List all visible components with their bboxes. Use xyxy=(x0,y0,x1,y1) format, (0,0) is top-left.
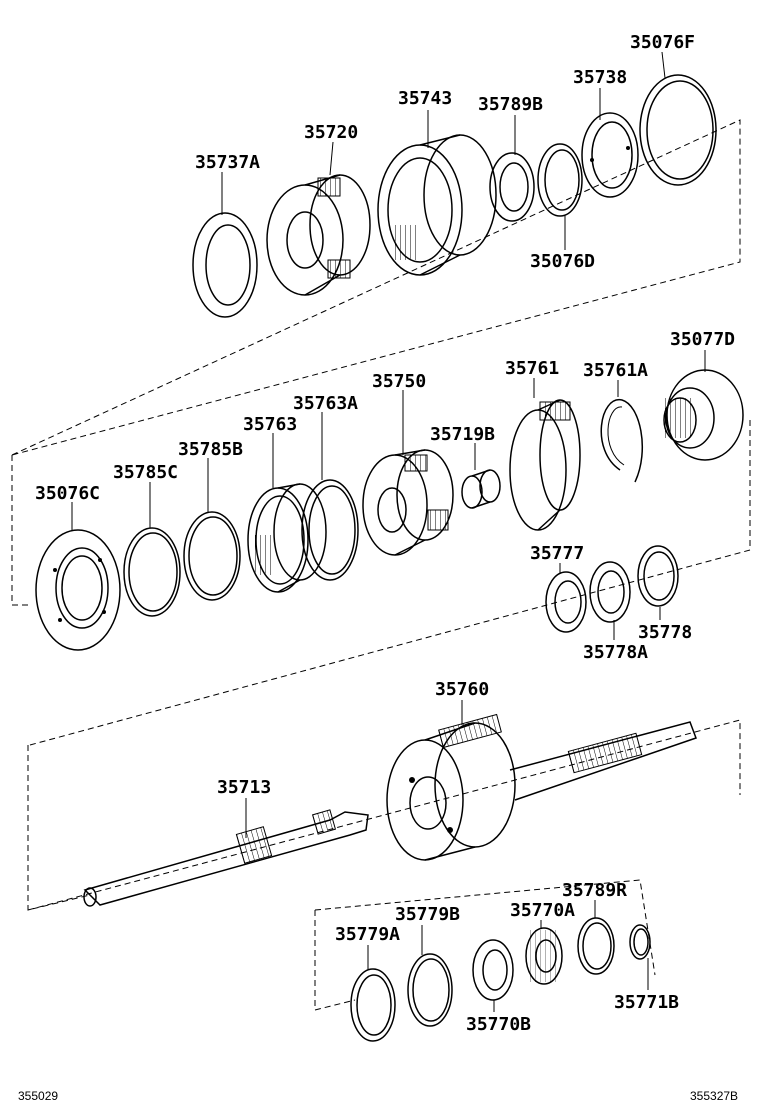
group-boundary-middle xyxy=(12,420,751,911)
label-35770A: 35770A xyxy=(510,900,575,921)
label-35738: 35738 xyxy=(573,67,627,88)
label-35789B: 35789B xyxy=(478,94,543,115)
part-35779B-ring xyxy=(407,953,453,1027)
part-35778A-bearing xyxy=(589,561,631,623)
label-35763: 35763 xyxy=(243,414,297,435)
part-35785C-ring xyxy=(123,527,181,617)
part-35763-ring-gear xyxy=(247,483,327,593)
part-35738-thrust-washer xyxy=(581,112,639,198)
footer-right-code: 355327B xyxy=(690,1089,738,1103)
label-35720: 35720 xyxy=(304,122,358,143)
part-35761A-snap-ring xyxy=(600,399,644,483)
part-35750-planetary-carrier xyxy=(362,449,454,556)
label-35763A: 35763A xyxy=(293,393,358,414)
part-35779A-ring xyxy=(350,968,396,1042)
part-35760-output-shaft xyxy=(386,713,697,861)
part-35777-bearing-race xyxy=(545,571,587,633)
label-35077D: 35077D xyxy=(670,329,735,350)
label-35779B: 35779B xyxy=(395,904,460,925)
label-35737A: 35737A xyxy=(195,152,260,173)
part-35761-gear-drum xyxy=(509,399,581,531)
label-35779A: 35779A xyxy=(335,924,400,945)
part-35763A-snap-ring xyxy=(301,479,359,581)
label-35076F: 35076F xyxy=(630,32,695,53)
label-35743: 35743 xyxy=(398,88,452,109)
part-35076C-flange xyxy=(35,529,121,651)
footer-left-code: 355029 xyxy=(18,1089,58,1103)
part-35713-input-shaft xyxy=(83,809,369,907)
label-35719B: 35719B xyxy=(430,424,495,445)
label-35761: 35761 xyxy=(505,358,559,379)
label-35760: 35760 xyxy=(435,679,489,700)
part-35778-race xyxy=(637,545,679,607)
part-35720-planetary-carrier xyxy=(266,174,371,296)
group-boundary-upper xyxy=(11,119,741,605)
label-35770B: 35770B xyxy=(466,1014,531,1035)
part-35076F-snap-ring xyxy=(639,74,717,186)
label-35761A: 35761A xyxy=(583,360,648,381)
part-35771B-snap-ring xyxy=(629,924,651,960)
label-35777: 35777 xyxy=(530,543,584,564)
part-35077D-gear xyxy=(663,369,744,461)
part-35076D-snap-ring xyxy=(537,143,583,217)
label-35778: 35778 xyxy=(638,622,692,643)
label-35771B: 35771B xyxy=(614,992,679,1013)
part-35789B-bearing-race xyxy=(489,152,535,222)
part-35770A-needle-bearing xyxy=(525,927,563,985)
part-35770B-bearing-race xyxy=(472,939,514,1001)
label-35750: 35750 xyxy=(372,371,426,392)
part-35785B-ring xyxy=(183,511,241,601)
label-35076D: 35076D xyxy=(530,251,595,272)
part-35743-ring-gear xyxy=(377,134,497,276)
leader-lines xyxy=(71,51,706,1012)
label-35785C: 35785C xyxy=(113,462,178,483)
label-35076C: 35076C xyxy=(35,483,100,504)
label-35713: 35713 xyxy=(217,777,271,798)
part-35719B-bushing xyxy=(461,469,501,509)
part-35789R-race xyxy=(577,917,615,975)
label-35778A: 35778A xyxy=(583,642,648,663)
part-35737A-thrust-ring xyxy=(192,212,258,318)
label-35789R: 35789R xyxy=(562,880,627,901)
label-35785B: 35785B xyxy=(178,439,243,460)
